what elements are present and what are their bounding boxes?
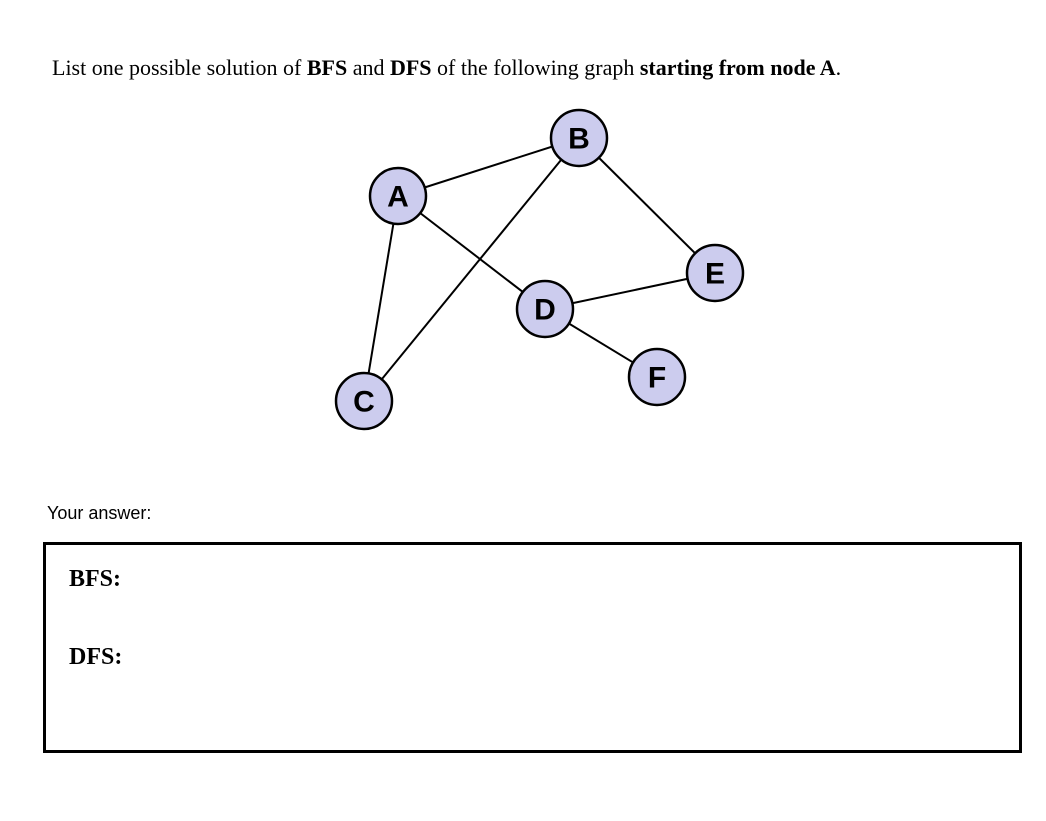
graph-node-label-B: B xyxy=(568,123,590,156)
graph-node-label-D: D xyxy=(534,294,556,327)
graph-node-A xyxy=(368,166,428,226)
graph-node-label-E: E xyxy=(705,258,725,291)
graph-node-label-C: C xyxy=(353,386,375,419)
bfs-label: BFS: xyxy=(69,566,122,592)
graph-node-C xyxy=(334,371,394,431)
graph-node-D xyxy=(515,279,575,339)
graph-edge-A-B xyxy=(397,137,580,197)
graph-diagram: A B C D E F xyxy=(334,108,745,431)
question-segment-start-node: starting from node A xyxy=(639,55,836,80)
question-segment: List one possible solution of xyxy=(52,55,307,80)
question-segment-bfs: BFS xyxy=(306,55,348,80)
graph-edge-A-D xyxy=(397,195,546,310)
answer-box[interactable]: BFS: DFS: xyxy=(43,542,1022,753)
graph-node-B xyxy=(549,108,609,168)
graph-node-label-A: A xyxy=(387,181,409,214)
question-segment: and xyxy=(347,55,390,80)
graph-node-label-F: F xyxy=(648,362,666,395)
graph-edge-A-C xyxy=(363,195,399,402)
graph-edge-B-C xyxy=(363,137,580,402)
graph-edge-B-E xyxy=(578,137,716,274)
dfs-answer-line: DFS: xyxy=(69,640,728,671)
question-segment: of the following graph xyxy=(431,55,640,80)
dfs-answer-field[interactable] xyxy=(128,640,728,664)
dfs-label: DFS: xyxy=(69,644,123,670)
bfs-answer-line: BFS: xyxy=(69,562,727,593)
bfs-answer-field[interactable] xyxy=(127,562,727,586)
question-segment: . xyxy=(835,55,842,80)
question-text: List one possible solution of BFS and DF… xyxy=(52,55,841,81)
answer-prompt-label: Your answer: xyxy=(47,503,152,523)
graph-node-E xyxy=(685,243,745,303)
graph-node-F xyxy=(627,347,687,407)
question-segment-dfs: DFS xyxy=(389,55,432,80)
